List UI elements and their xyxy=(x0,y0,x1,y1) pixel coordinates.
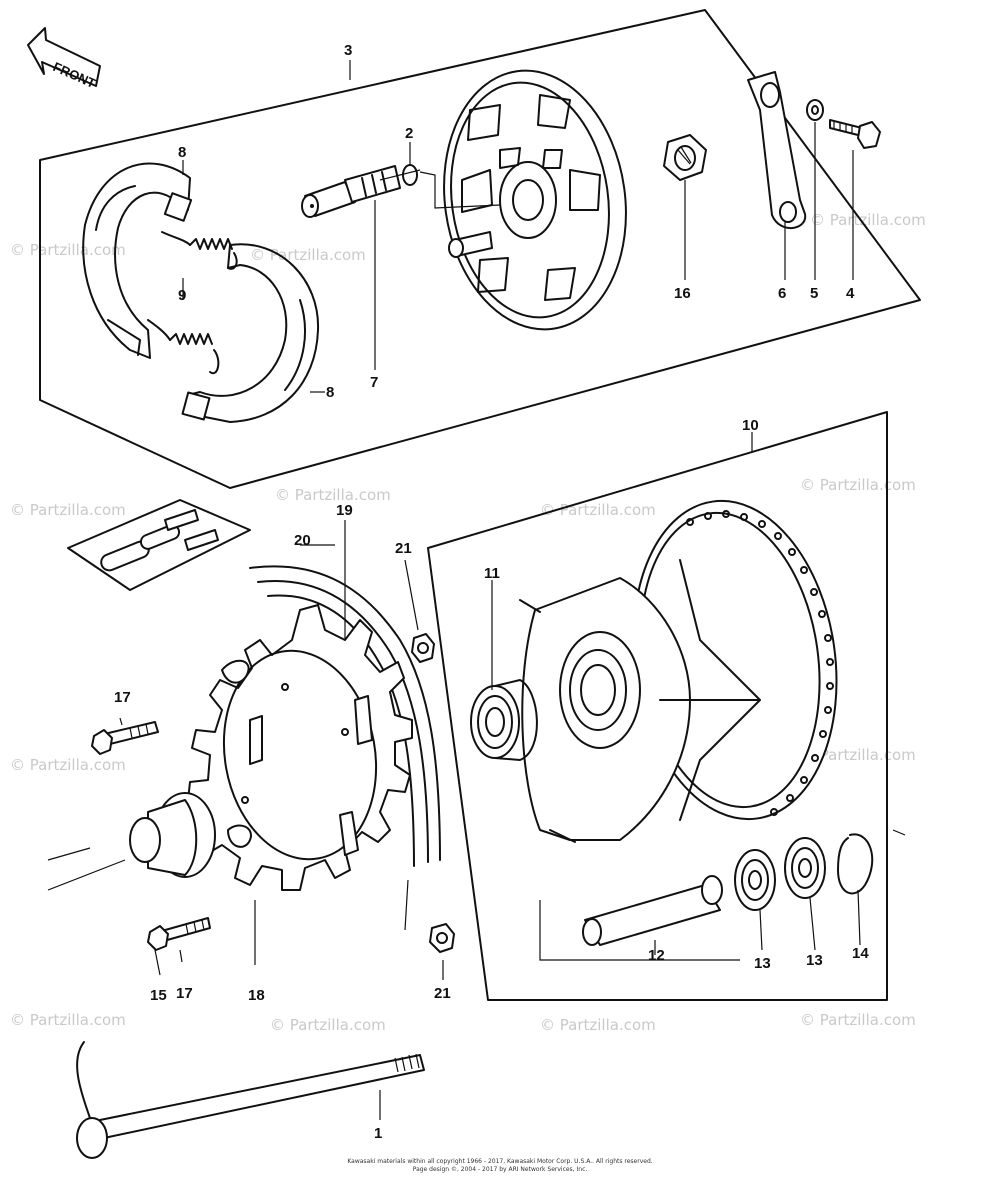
o-ring-icon xyxy=(402,164,418,186)
drive-chain-icon xyxy=(249,565,441,867)
brake-spring-icon xyxy=(161,231,238,270)
nut-icon xyxy=(663,134,707,181)
bearing-icon xyxy=(470,679,538,761)
brake-panel-assembly-box xyxy=(39,9,921,489)
watermark: © Partzilla.com xyxy=(275,486,391,504)
watermark: © Partzilla.com xyxy=(270,1016,386,1034)
nut-icon xyxy=(411,633,435,663)
callout-4: 4 xyxy=(846,285,855,302)
callout-21: 21 xyxy=(395,540,412,557)
callout-20: 20 xyxy=(294,532,311,549)
bolt-icon xyxy=(147,917,211,951)
brake-spring-icon xyxy=(147,319,220,375)
brake-panel-icon xyxy=(379,69,627,331)
collar-icon xyxy=(129,792,216,878)
callout-11: 11 xyxy=(484,565,500,582)
nut-icon xyxy=(429,923,455,953)
watermark: © Partzilla.com xyxy=(810,211,926,229)
callout-13: 13 xyxy=(754,955,771,972)
bolt-icon xyxy=(829,119,881,149)
callout-13: 13 xyxy=(806,952,823,969)
spoke-holes xyxy=(686,510,834,816)
bolt-icon xyxy=(91,721,159,755)
callout-18: 18 xyxy=(248,987,265,1004)
callout-9: 9 xyxy=(178,287,186,304)
callout-8: 8 xyxy=(326,384,334,401)
callout-6: 6 xyxy=(778,285,786,302)
brake-shoe-icon xyxy=(82,162,193,359)
callout-12: 12 xyxy=(648,947,665,964)
washer-icon xyxy=(806,99,824,121)
axle-icon xyxy=(76,1041,425,1159)
callout-3: 3 xyxy=(344,42,352,59)
wheel-hub-icon xyxy=(519,499,838,843)
leader-lines xyxy=(491,432,906,961)
callout-8: 8 xyxy=(178,144,186,161)
callout-labels: 3 2 8 9 8 7 16 6 5 4 10 19 20 21 11 17 1… xyxy=(114,42,869,1142)
callout-19: 19 xyxy=(336,502,353,519)
callout-5: 5 xyxy=(810,285,818,302)
bearing-icon xyxy=(784,837,826,899)
watermark: © Partzilla.com xyxy=(540,1016,656,1034)
sprocket-icon xyxy=(187,604,413,891)
copyright-line: Kawasaki materials within all copyright … xyxy=(347,1158,653,1165)
circlip-icon xyxy=(837,833,874,895)
callout-17: 17 xyxy=(176,985,193,1002)
watermark: © Partzilla.com xyxy=(800,1011,916,1029)
front-arrow-icon: FRONT xyxy=(27,27,101,91)
callout-21: 21 xyxy=(434,985,451,1002)
leader-lines xyxy=(47,520,444,1120)
callout-1: 1 xyxy=(374,1125,382,1142)
callout-7: 7 xyxy=(370,374,378,391)
watermark: © Partzilla.com xyxy=(250,246,366,264)
leader-lines xyxy=(182,60,854,393)
callout-15: 15 xyxy=(150,987,167,1004)
chain-joint-icon xyxy=(67,499,251,591)
watermark: © Partzilla.com xyxy=(10,241,126,259)
spacer-icon xyxy=(582,875,723,946)
callout-16: 16 xyxy=(674,285,691,302)
copyright-line-2: Page design ©, 2004 - 2017 by ARI Networ… xyxy=(412,1166,588,1173)
callout-10: 10 xyxy=(742,417,759,434)
callout-17: 17 xyxy=(114,689,131,706)
watermark: © Partzilla.com xyxy=(800,476,916,494)
callout-2: 2 xyxy=(405,125,413,142)
watermark: © Partzilla.com xyxy=(10,1011,126,1029)
brake-shoe-icon xyxy=(181,243,320,423)
bearing-icon xyxy=(734,849,776,911)
brake-cam-icon xyxy=(301,165,401,218)
watermark: © Partzilla.com xyxy=(10,501,126,519)
hub-assembly-box xyxy=(427,411,888,1001)
callout-14: 14 xyxy=(852,945,869,962)
brake-lever-icon xyxy=(747,71,807,230)
watermark: © Partzilla.com xyxy=(10,756,126,774)
